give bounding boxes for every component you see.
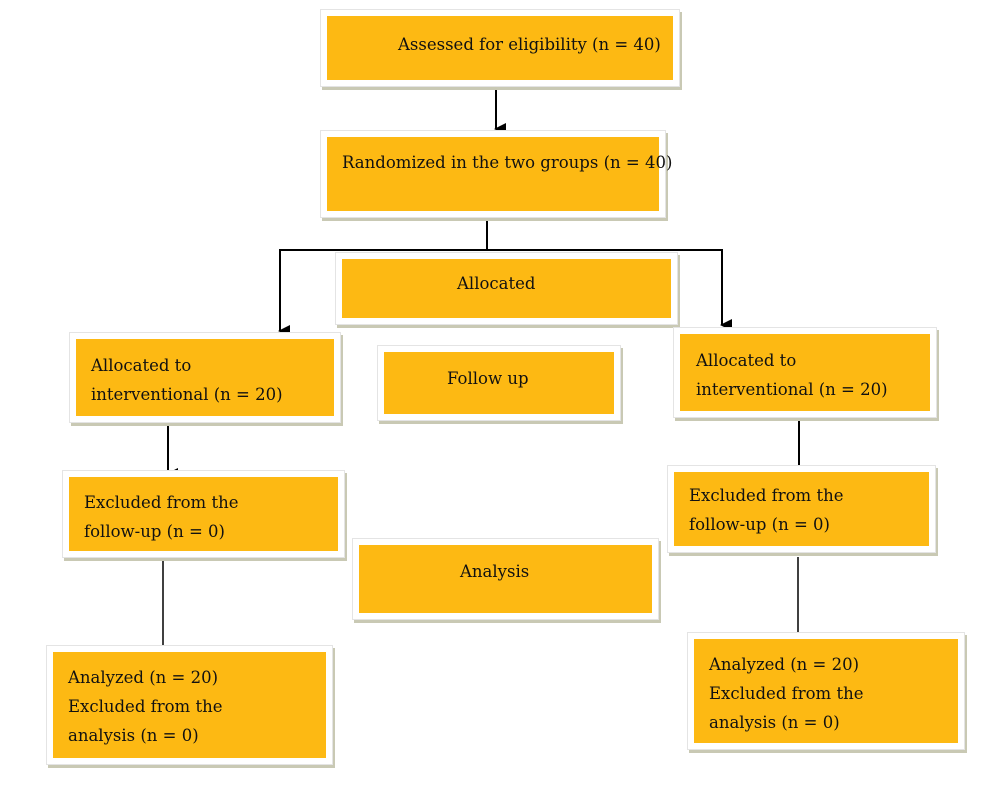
left-analyzed-box: Analyzed (n = 20) Excluded from the anal… [46, 645, 333, 765]
assessed-label: Assessed for eligibility (n = 40) [398, 35, 661, 54]
right-allocated-line2: interventional (n = 20) [696, 380, 888, 399]
randomized-label: Randomized in the two groups (n = 40) [342, 153, 673, 172]
right-excluded-box: Excluded from the follow-up (n = 0) [667, 465, 936, 553]
left-excluded-line2: follow-up (n = 0) [84, 522, 225, 541]
left-analyzed-line3: analysis (n = 0) [68, 726, 199, 745]
followup-header-label: Follow up [447, 369, 529, 388]
left-analyzed-line2: Excluded from the [68, 697, 223, 716]
right-analyzed-line2: Excluded from the [709, 684, 864, 703]
right-excluded-line1: Excluded from the [689, 486, 844, 505]
right-allocated-box: Allocated to interventional (n = 20) [673, 327, 937, 418]
left-analyzed-line1: Analyzed (n = 20) [68, 668, 219, 687]
analysis-header-box: Analysis [352, 538, 659, 620]
right-analyzed-line3: analysis (n = 0) [709, 713, 840, 732]
left-excluded-line1: Excluded from the [84, 493, 239, 512]
randomized-box: Randomized in the two groups (n = 40) [320, 130, 672, 218]
analysis-header-label: Analysis [460, 562, 530, 581]
followup-header-box: Follow up [377, 345, 621, 421]
left-allocated-line2: interventional (n = 20) [91, 385, 283, 404]
allocated-header-label: Allocated [457, 274, 536, 293]
allocated-header-box: Allocated [335, 252, 678, 325]
left-allocated-line1: Allocated to [91, 356, 192, 375]
right-analyzed-line1: Analyzed (n = 20) [709, 655, 860, 674]
right-excluded-line2: follow-up (n = 0) [689, 515, 830, 534]
right-allocated-line1: Allocated to [696, 351, 797, 370]
assessed-box: Assessed for eligibility (n = 40) [320, 9, 680, 87]
right-analyzed-box: Analyzed (n = 20) Excluded from the anal… [687, 632, 965, 750]
left-excluded-box: Excluded from the follow-up (n = 0) [62, 470, 345, 558]
left-allocated-box: Allocated to interventional (n = 20) [69, 332, 341, 423]
